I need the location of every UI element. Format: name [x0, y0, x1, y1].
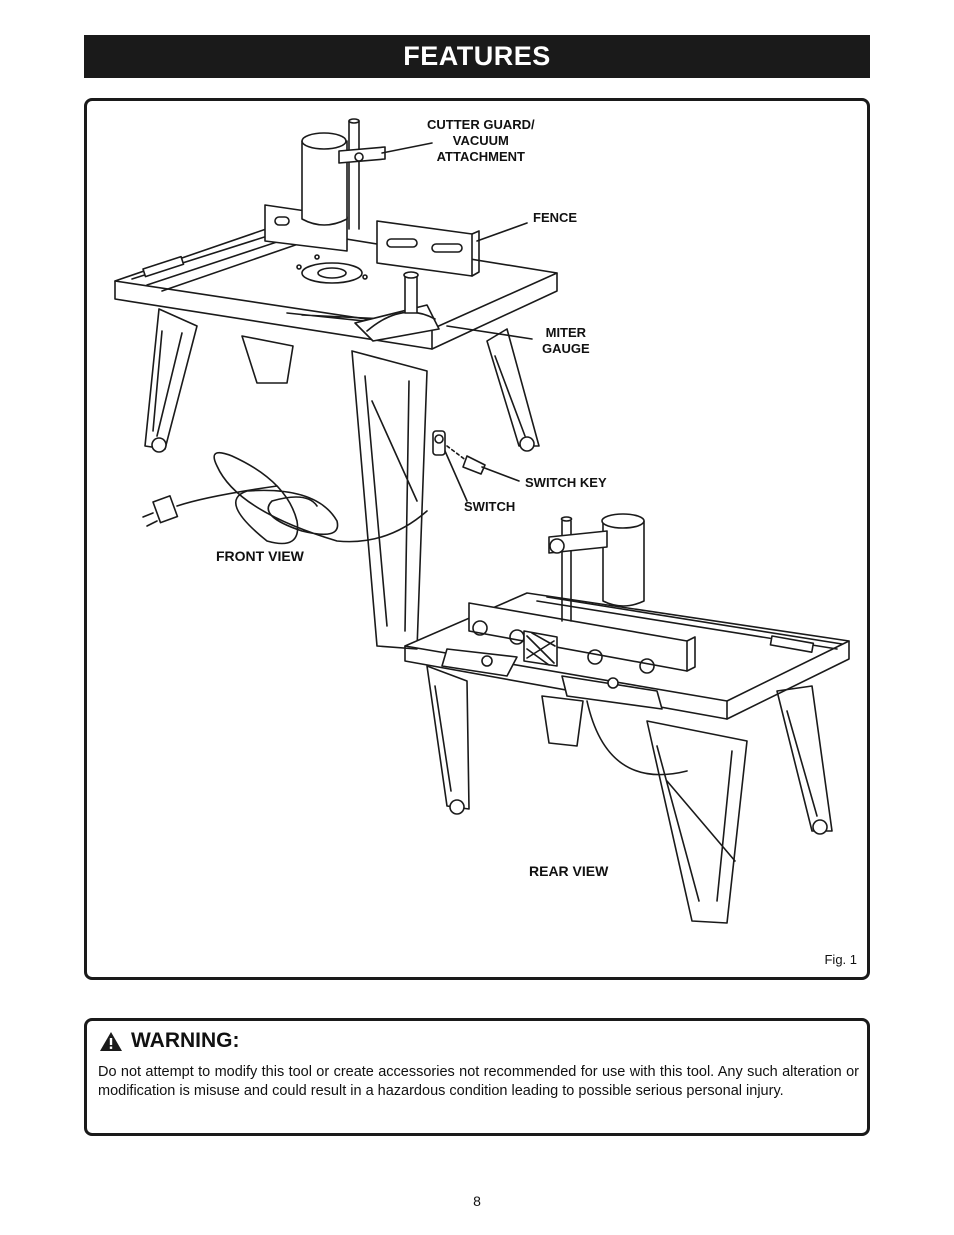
- page-number: 8: [473, 1193, 481, 1209]
- switch-key-callout: SWITCH KEY: [525, 475, 607, 490]
- fence-callout: FENCE: [533, 210, 578, 225]
- section-title-bar: FEATURES: [84, 35, 870, 78]
- front-view-drawing: [114, 118, 558, 650]
- warning-box: WARNING: Do not attempt to modify this t…: [84, 1018, 870, 1136]
- switch-callout: SWITCH: [464, 499, 516, 514]
- warning-heading: WARNING:: [131, 1029, 240, 1052]
- router-table-illustration: [114, 118, 850, 924]
- warning-header: WARNING:: [99, 1029, 240, 1053]
- rear-view-drawing: [404, 513, 850, 924]
- cutter-guard-callout: CUTTER GUARD/ VACUUM ATTACHMENT: [427, 117, 535, 164]
- warning-triangle-icon: [100, 1031, 122, 1051]
- warning-text: Do not attempt to modify this tool or cr…: [98, 1064, 859, 1099]
- figure-panel: CUTTER GUARD/ VACUUM ATTACHMENT FENCE MI…: [84, 98, 870, 980]
- figure-number: Fig. 1: [824, 952, 857, 967]
- page-title: FEATURES: [403, 41, 551, 71]
- rear-view-label: REAR VIEW: [529, 863, 609, 879]
- front-view-label: FRONT VIEW: [216, 548, 304, 564]
- miter-gauge-callout: MITER GAUGE: [542, 325, 590, 356]
